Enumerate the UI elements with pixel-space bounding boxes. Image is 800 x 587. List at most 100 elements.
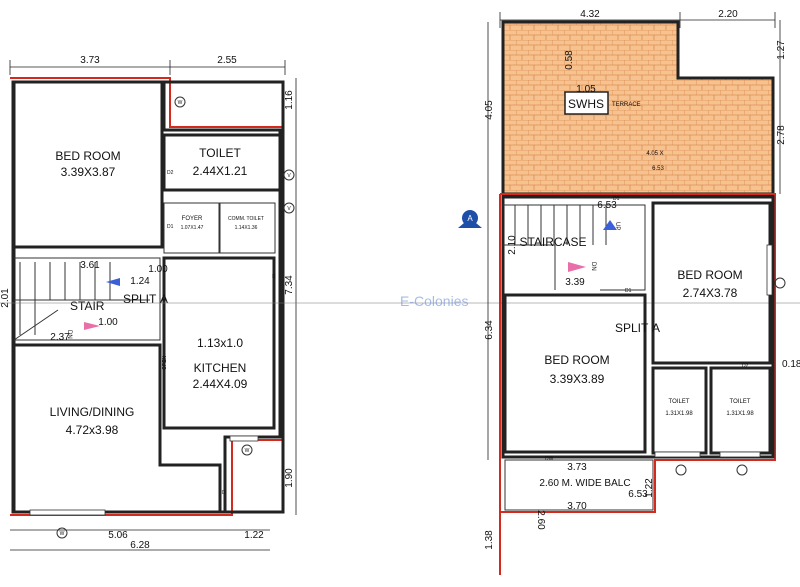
- r-dim-left-2: 6.34: [484, 320, 495, 340]
- bedroom-size: 3.39X3.87: [61, 165, 116, 179]
- dim-right-1: 1.16: [284, 90, 295, 110]
- balcony-area: [504, 459, 654, 511]
- r-door-d1: D1: [625, 288, 632, 294]
- staircase-name: STAIRCASE: [519, 235, 586, 249]
- living-size: 4.72x3.98: [66, 423, 119, 437]
- up-arrow-icon: [603, 220, 617, 230]
- staircase-dim-b: 3.39: [565, 277, 585, 288]
- toilet-size: 2.44X1.21: [193, 164, 248, 178]
- kitchen-size: 2.44X4.09: [193, 377, 248, 391]
- window-marker-label: W: [178, 100, 183, 106]
- section-marker-label: A: [467, 214, 473, 223]
- vent-marker-label: V: [287, 173, 291, 179]
- bedroom-name: BED ROOM: [55, 149, 120, 163]
- balcony-label: 2.60 M. WIDE BALC: [539, 478, 630, 489]
- kitchen-name: KITCHEN: [194, 361, 247, 375]
- right-floor-plan: 4.32 2.20 SWHS TERRACE 1.05 0.58 4.05 X …: [458, 9, 800, 575]
- dim-top-1: 3.73: [80, 55, 100, 66]
- r-toilet1-name: TOILET: [669, 399, 690, 405]
- kitchen-open: OPEN: [162, 355, 168, 370]
- window-marker-label-2: W: [245, 448, 250, 454]
- r-window-marker-icon: [774, 277, 786, 289]
- r-bedroom1-name: BED ROOM: [677, 268, 742, 282]
- r-toilet2-size: 1.31X1.98: [726, 411, 754, 417]
- r-bedroom1-size: 2.74X3.78: [683, 286, 738, 300]
- stair-dim-a: 3.61: [80, 260, 100, 271]
- terrace-label: TERRACE: [612, 102, 641, 108]
- r-dim-right-2: 2.78: [776, 125, 787, 145]
- dim-bottom-1: 5.06: [108, 530, 128, 541]
- kitchen-top: 1.13x1.0: [197, 336, 243, 350]
- terrace-area: [501, 20, 775, 196]
- r-dim-top-1: 4.32: [580, 9, 600, 20]
- pink-arrow-icon: [84, 322, 100, 330]
- comm-toilet-size: 1.14X1.36: [235, 225, 258, 231]
- blue-arrow-icon: [106, 278, 120, 286]
- door-d-label: D: [272, 274, 276, 280]
- balcony-dw: DW: [545, 456, 554, 462]
- r-dim-right-1: 1.27: [776, 40, 787, 60]
- r-vent-marker-icon: [675, 464, 687, 476]
- split-letter: A: [160, 292, 168, 306]
- vent-marker-icon: [283, 169, 295, 181]
- r-toilet1-size: 1.31X1.98: [665, 411, 693, 417]
- stair-dim-b: 1.24: [130, 276, 150, 287]
- r-bedroom2-name: BED ROOM: [544, 353, 609, 367]
- balcony-dim-e: 1.22: [644, 478, 655, 498]
- foyer-name: FOYER: [182, 216, 203, 222]
- door-d2-label: D2: [167, 170, 174, 176]
- window-marker-icon: [174, 96, 186, 108]
- r-dim-left-3: 1.38: [484, 530, 495, 550]
- down-arrow-icon: [568, 262, 586, 272]
- living-name: LIVING/DINING: [50, 405, 135, 419]
- r-door-d2: D2: [742, 363, 749, 369]
- swhs-box: [564, 91, 609, 115]
- r-bedroom2-size: 3.39X3.89: [550, 372, 605, 386]
- stair-dim-c: 1.00: [148, 264, 168, 275]
- balcony-dim-b: 6.53: [628, 489, 648, 500]
- window-marker-icon-2: [241, 444, 253, 456]
- window-marker-label-3: W: [60, 531, 65, 537]
- balcony-dim-a: 3.73: [567, 462, 587, 473]
- staircase-dn: DN: [590, 262, 596, 271]
- stair-dim-e: 2.37: [50, 332, 70, 343]
- door-d1-label: D1: [167, 224, 174, 230]
- r-door-d1-top: D1: [613, 196, 620, 202]
- r-dim-left-1: 4.05: [484, 100, 495, 120]
- door-d-label-2: D: [222, 490, 226, 496]
- stair-dim-d: 1.00: [98, 317, 118, 328]
- r-toilet2-name: TOILET: [730, 399, 751, 405]
- vent-marker-label-2: V: [287, 206, 291, 212]
- watermark: E-Colonies: [400, 293, 468, 309]
- terrace-size-b: 6.53: [652, 166, 664, 172]
- comm-toilet-name: COMM. TOILET: [228, 216, 264, 222]
- toilet-name: TOILET: [199, 146, 241, 160]
- split-label: SPLIT: [123, 292, 157, 306]
- r-dim-right-3: 0.18: [782, 359, 800, 370]
- foyer-size: 1.07X1.47: [181, 225, 204, 231]
- left-floor-plan: 3.73 2.55 BED ROOM 3.39X3.87 TOILET 2.44…: [0, 55, 297, 551]
- dim-left-1: 2.01: [0, 288, 11, 308]
- swhs-dim-v: 0.58: [564, 50, 575, 70]
- terrace-size-a: 4.05 X: [646, 151, 663, 157]
- dim-right-2: 7.34: [284, 275, 295, 295]
- staircase-up: UP: [614, 222, 620, 230]
- section-marker-circle: [462, 210, 478, 226]
- r-vent-marker-icon-2: [736, 464, 748, 476]
- dim-right-3: 1.90: [284, 468, 295, 488]
- r-dim-top-2: 2.20: [718, 9, 738, 20]
- balcony-dim-d: 2.60: [535, 510, 546, 530]
- window-marker-icon-3: [56, 527, 68, 539]
- swhs-dim-h: 1.05: [576, 84, 596, 95]
- balcony-dim-c: 3.70: [567, 501, 587, 512]
- r-split-label: SPLIT: [615, 321, 649, 335]
- swhs-label: SWHS: [568, 97, 604, 111]
- staircase-dim-top: 6.53: [597, 200, 617, 211]
- stair-label: STAIR: [70, 299, 105, 313]
- stair-dn: DN: [66, 330, 72, 339]
- dim-top-2: 2.55: [217, 55, 237, 66]
- vent-marker-icon-2: [283, 202, 295, 214]
- dim-bottom-2: 1.22: [244, 530, 264, 541]
- staircase-dim-w: 2.10: [507, 235, 518, 255]
